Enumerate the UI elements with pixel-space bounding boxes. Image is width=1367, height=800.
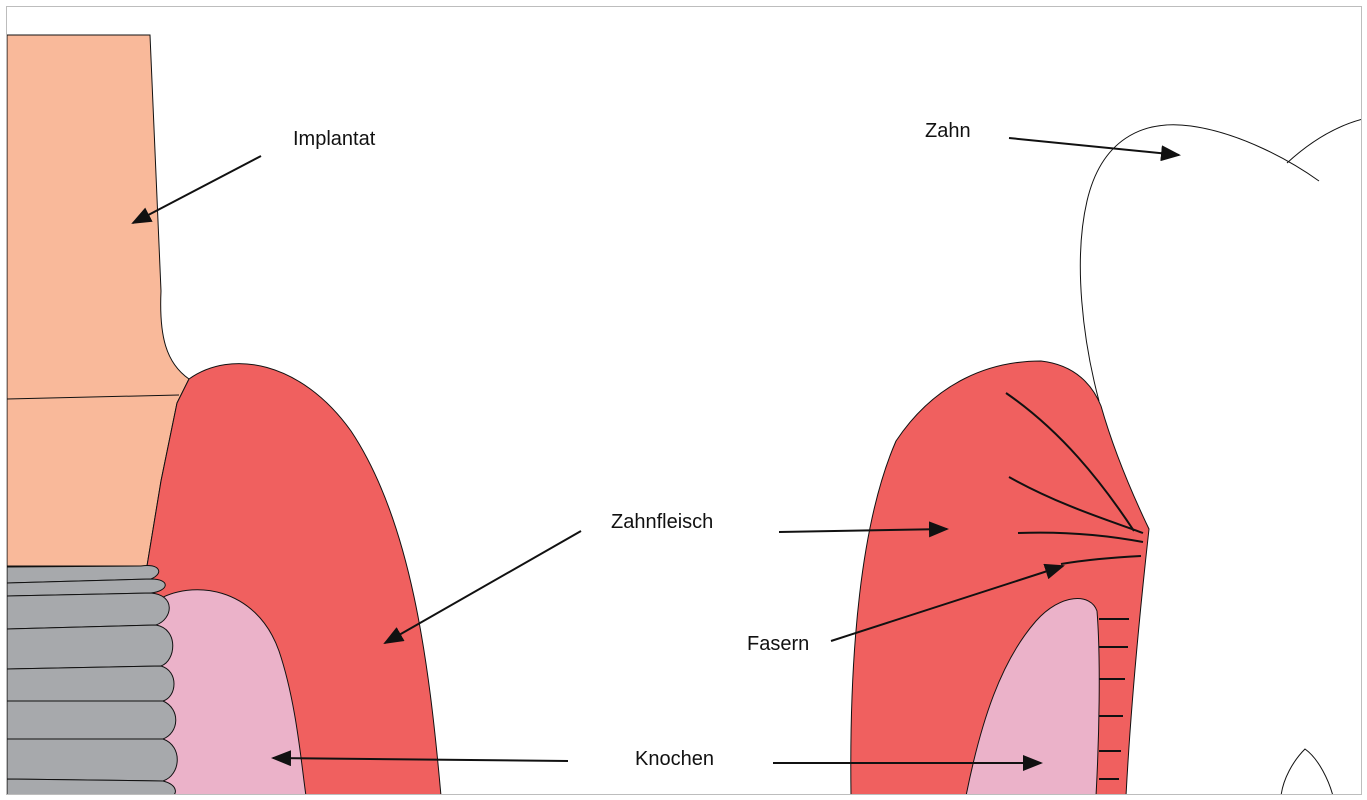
tooth-neighbor-crown [1287,119,1362,163]
label-fibers: Fasern [747,634,809,654]
diagram-canvas [7,7,1362,795]
label-implant: Implantat [293,129,375,149]
tooth-crown [1080,125,1319,401]
label-tooth: Zahn [925,121,971,141]
diagram-frame: Implantat Zahn Zahnfleisch Fasern Knoche… [6,6,1362,795]
label-gum: Zahnfleisch [611,512,713,532]
label-bone: Knochen [635,749,714,769]
tooth-root-tip [1281,749,1333,795]
arrow-gum-left [385,531,581,643]
implant-threads [7,565,177,795]
